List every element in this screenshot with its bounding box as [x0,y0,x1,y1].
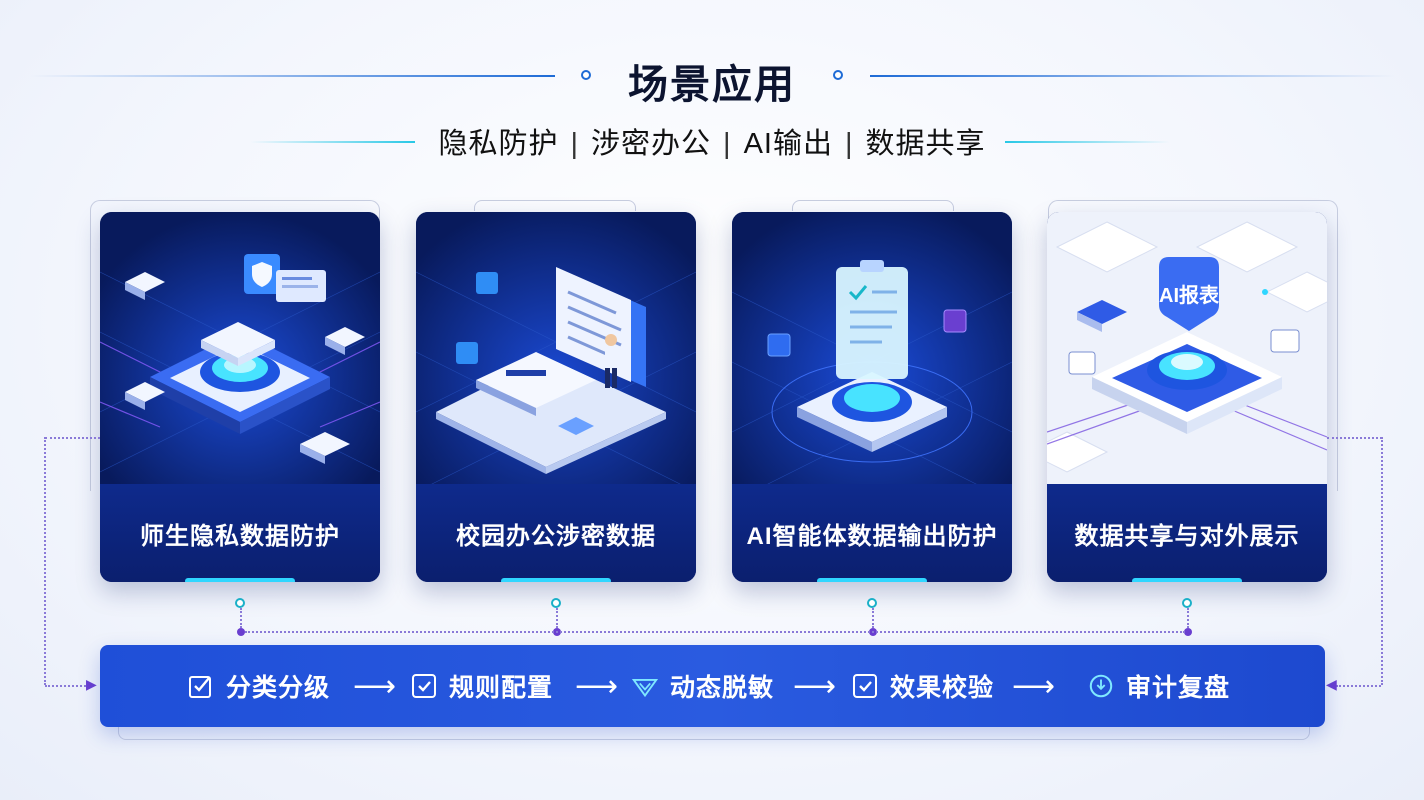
subtitle-item-office: 涉密办公 [591,128,712,160]
flow-step-label: 效果校验 [890,674,995,702]
scenario-card-privacy[interactable]: 师生隐私数据防护 [100,212,380,582]
card-frame [474,200,636,211]
connector-line [245,631,1185,633]
connector-node [1182,598,1192,608]
flow-step-audit[interactable]: 审计复盘 [1088,645,1230,727]
flow-step-masking[interactable]: 动态脱敏 [632,645,774,727]
connector-node [1184,628,1192,636]
card-glow-bar [1132,578,1242,582]
scenario-card-data-share[interactable]: AI报表 数据共享与对外展示 [1047,212,1327,582]
connector-line [1187,608,1189,628]
process-flow-bar: 分类分级 ⟶ 规则配置 ⟶ 动态脱敏 ⟶ 效果校验 ⟶ 审计复盘 [100,645,1325,727]
subtitle-separator: | [570,128,580,160]
office-document-illustration [416,212,696,484]
side-loop-line-left [45,437,100,439]
card-label: 数据共享与对外展示 [1047,484,1327,582]
scenario-card-office[interactable]: 校园办公涉密数据 [416,212,696,582]
subtitle-line-right [1005,141,1170,143]
audit-circle-icon [1088,673,1114,699]
ai-clipboard-illustration [732,212,1012,484]
title-dot-left [581,70,591,80]
side-loop-line-left [45,685,90,687]
connector-node [235,598,245,608]
connector-node [551,598,561,608]
flow-arrow-icon: ⟶ [793,669,837,703]
flow-step-label: 动态脱敏 [670,674,775,702]
subtitle-line-left [250,141,415,143]
subtitle-item-share: 数据共享 [865,128,986,160]
subtitle-item-ai: AI输出 [743,128,833,160]
card-frame [792,200,954,211]
card-glow-bar [185,578,295,582]
verify-box-icon [852,673,878,699]
side-arrow-icon: ▶ [86,676,97,692]
flow-arrow-icon: ⟶ [1012,669,1056,703]
subtitle-item-privacy: 隐私防护 [438,128,559,160]
title-dot-right [833,70,843,80]
side-loop-line-right [1381,437,1383,685]
config-box-icon [411,673,437,699]
side-arrow-icon: ◀ [1326,676,1337,692]
subtitle-separator: | [723,128,732,160]
subtitle: 隐私防护 | 涉密办公 | AI输出 | 数据共享 [0,120,1424,162]
flow-step-classify[interactable]: 分类分级 [188,645,330,727]
ai-report-illustration: AI报表 [1047,212,1327,484]
title-line-right [870,75,1395,77]
flow-step-label: 分类分级 [226,674,331,702]
diamond-shield-icon [632,673,658,699]
connector-line [240,608,242,628]
card-glow-bar [817,578,927,582]
connector-line [872,608,874,628]
flow-step-rules[interactable]: 规则配置 [411,645,553,727]
scenario-card-ai-output[interactable]: AI智能体数据输出防护 [732,212,1012,582]
flow-arrow-icon: ⟶ [353,669,397,703]
title-line-left [30,75,555,77]
card-glow-bar [501,578,611,582]
page-title: 场景应用 [628,63,796,107]
flow-step-verify[interactable]: 效果校验 [852,645,994,727]
flow-arrow-icon: ⟶ [575,669,619,703]
flow-step-label: 审计复盘 [1126,674,1231,702]
connector-node [867,598,877,608]
connector-node [237,628,245,636]
connector-line [556,608,558,628]
side-loop-line-left [44,437,46,685]
ai-report-badge-text: AI报表 [1159,283,1220,307]
subtitle-separator: | [844,128,854,160]
side-loop-line-right [1336,685,1381,687]
checklist-icon [188,673,214,699]
flow-step-label: 规则配置 [449,674,554,702]
flow-bar-frame [118,727,1310,740]
side-loop-line-right [1327,437,1382,439]
card-label: 师生隐私数据防护 [100,484,380,582]
card-label: 校园办公涉密数据 [416,484,696,582]
card-label: AI智能体数据输出防护 [732,484,1012,582]
privacy-shield-illustration [100,212,380,484]
